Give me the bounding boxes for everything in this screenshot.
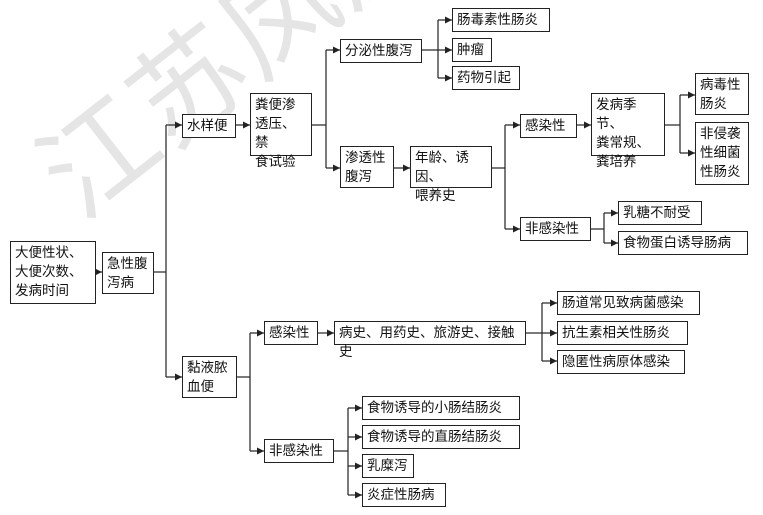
- node-viral-enteritis: 病毒性 肠炎: [695, 73, 749, 115]
- node-food-protein-enteropathy: 食物蛋白诱导肠病: [618, 231, 748, 255]
- node-enterotoxin-enteritis: 肠毒素性肠炎: [452, 8, 550, 32]
- node-noninfectious-watery: 非感染性: [520, 217, 591, 241]
- node-stool-frequency-onset: 大便性状、 大便次数、 发病时间: [10, 241, 96, 304]
- node-food-induced-enterocolitis: 食物诱导的小肠结肠炎: [362, 396, 520, 420]
- node-common-pathogen-infection: 肠道常见致病菌感染: [557, 291, 700, 315]
- node-stool-osmolality-fasting-test: 粪便渗 透压、禁 食试验: [250, 93, 312, 170]
- node-antibiotic-associated-enteritis: 抗生素相关性肠炎: [557, 321, 688, 345]
- node-food-induced-proctocolitis: 食物诱导的直肠结肠炎: [362, 425, 520, 449]
- node-infectious-mucus: 感染性: [264, 321, 318, 345]
- node-lactose-intolerance: 乳糖不耐受: [618, 201, 702, 225]
- node-watery-stool: 水样便: [182, 114, 236, 138]
- node-acute-diarrhea: 急性腹 泻病: [102, 252, 154, 294]
- node-drug-induced: 药物引起: [452, 66, 520, 90]
- node-celiac-disease: 乳糜泻: [362, 454, 414, 478]
- node-medical-travel-contact-history: 病史、用药史、旅游史、接触史: [334, 321, 526, 360]
- node-infectious-watery: 感染性: [520, 114, 577, 138]
- node-age-cause-feeding-history: 年龄、诱因、 喂养史: [410, 146, 492, 204]
- node-tumor: 肿瘤: [452, 38, 492, 62]
- node-osmotic-diarrhea: 渗透性 腹泻: [340, 146, 394, 188]
- node-inflammatory-bowel-disease: 炎症性肠病: [362, 483, 446, 507]
- node-noninvasive-bacterial-enteritis: 非侵袭 性细菌 性肠炎: [695, 122, 749, 185]
- node-season-stool-routine-culture: 发病季节、 粪常规、 粪培养: [591, 93, 665, 170]
- node-occult-pathogen-infection: 隐匿性病原体感染: [557, 350, 685, 374]
- node-secretory-diarrhea: 分泌性腹泻: [340, 39, 422, 63]
- node-mucopurulent-bloody-stool: 黏液脓 血便: [182, 356, 237, 398]
- node-noninfectious-mucus: 非感染性: [264, 439, 334, 463]
